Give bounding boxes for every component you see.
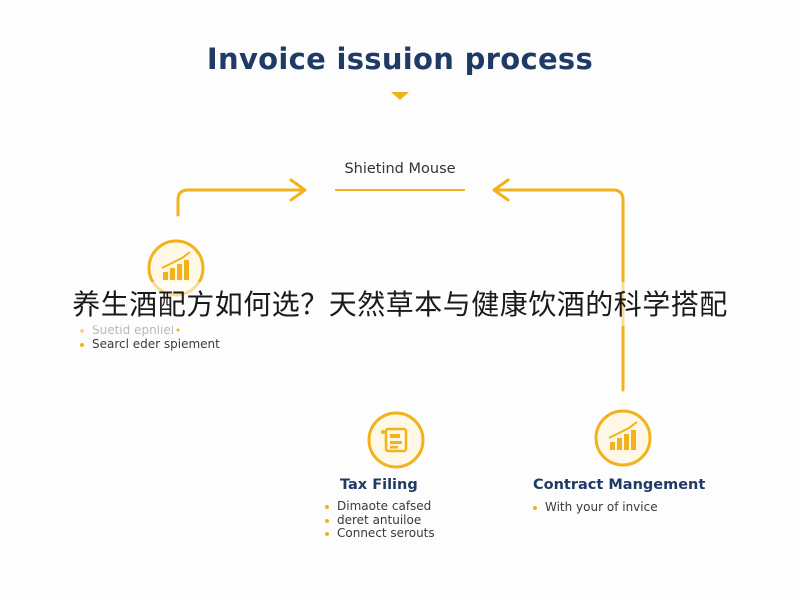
tax-filing-title: Tax Filing xyxy=(340,477,418,493)
caption-band xyxy=(0,282,800,326)
bar-chart-circle-icon xyxy=(591,406,655,470)
top-node-underline xyxy=(335,189,465,191)
top-node-label: Shietind Mouse xyxy=(344,161,456,177)
document-circle-icon xyxy=(364,408,428,472)
contract-management-bullets: With your of invice xyxy=(533,500,658,515)
list-item: deret antuiloe xyxy=(325,513,435,528)
list-item: Searcl eder spiement xyxy=(80,337,220,352)
title-caret-icon xyxy=(391,92,409,100)
contract-management-title: Contract Mangement xyxy=(533,477,706,493)
tax-filing-bullets: Dimaote cafsed deret antuiloe Connect se… xyxy=(325,499,435,541)
overlay-caption: 养生酒配方如何选？天然草本与健康饮酒的科学搭配 xyxy=(72,288,728,321)
right-arrowhead xyxy=(492,178,510,202)
left-arrowhead xyxy=(289,178,307,202)
bar-chart-circle-icon xyxy=(144,236,208,300)
left-node-bullets: Suetid epnliel Searcl eder spiement xyxy=(80,323,220,352)
list-item: Connect serouts xyxy=(325,526,435,541)
list-item: Dimaote cafsed xyxy=(325,499,435,514)
right-connector xyxy=(494,188,625,392)
left-connector xyxy=(176,188,305,217)
list-item: Suetid epnliel xyxy=(80,323,220,338)
diagram-title: Invoice issuion process xyxy=(206,42,594,76)
list-item: With your of invice xyxy=(533,500,658,515)
